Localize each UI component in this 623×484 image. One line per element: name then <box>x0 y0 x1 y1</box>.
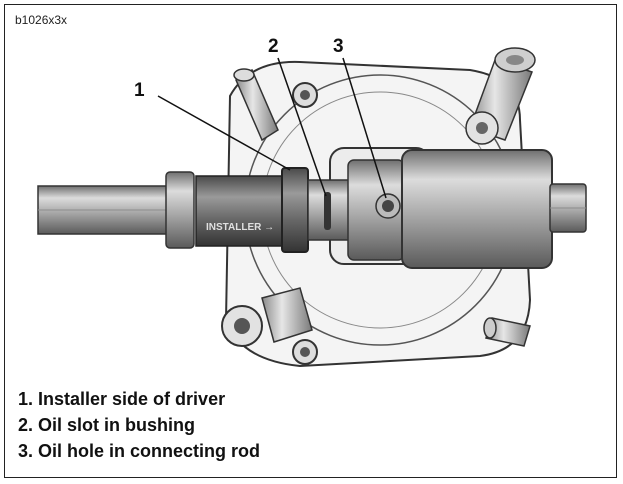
figure-id: b1026x3x <box>15 13 68 27</box>
stud-upper-left <box>233 68 279 142</box>
installer-marking: INSTALLER → <box>206 222 274 233</box>
bolt-hole-top <box>292 82 318 108</box>
callout-number-1: 1 <box>134 80 145 101</box>
callout-leaders <box>157 57 387 199</box>
legend: 1. Installer side of driver 2. Oil slot … <box>18 386 260 464</box>
bolt-hole-bottom <box>292 339 318 365</box>
stud-upper-right <box>465 47 536 145</box>
legend-item-2: 2. Oil slot in bushing <box>18 415 196 435</box>
stud-lower-right <box>483 317 531 347</box>
callout-number-2: 2 <box>268 36 279 57</box>
driver-tool <box>37 149 587 269</box>
legend-item-3: 3. Oil hole in connecting rod <box>18 441 261 461</box>
legend-item-1: 1. Installer side of driver <box>18 389 226 409</box>
callout-number-3: 3 <box>333 36 344 57</box>
stud-lower-left <box>221 287 313 347</box>
